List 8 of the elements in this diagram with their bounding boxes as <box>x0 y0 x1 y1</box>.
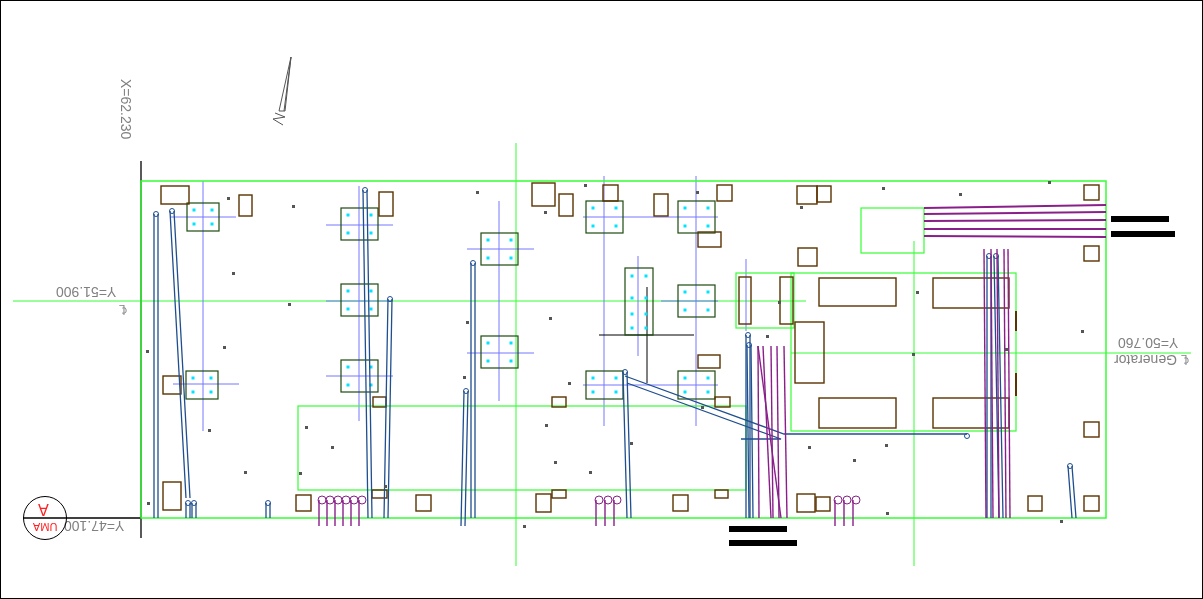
grid-label: A <box>38 501 49 517</box>
coordinate-label: Y=50.760 <box>1118 336 1179 350</box>
centerline-label: ℄ <box>119 303 127 317</box>
centerline-label: ℄ Generator <box>1114 353 1189 367</box>
grid-label: UMA <box>33 521 58 532</box>
coordinate-label: Y=51.900 <box>56 285 117 299</box>
coordinate-label: Y=47.100 <box>64 519 125 533</box>
coordinate-label: X=62.230 <box>119 79 133 140</box>
